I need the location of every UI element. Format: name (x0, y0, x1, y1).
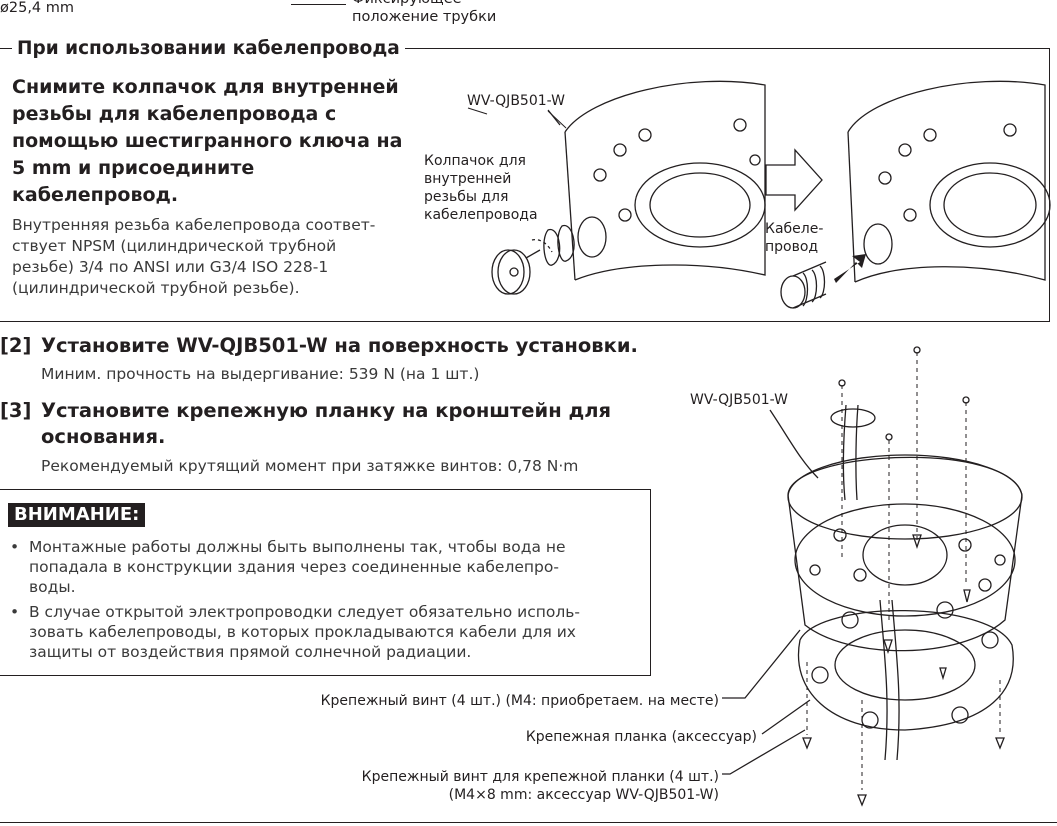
fig1-cap-label-2: внутренней (424, 171, 512, 187)
conduit-body-3: резьбе) 3/4 по ANSI или G3/4 ISO 228-1 (12, 258, 329, 276)
caution-item2-line1: В случае открытой электропроводки следуе… (29, 603, 581, 621)
lock-position-label-2: положение трубки (352, 9, 497, 25)
fig1-conduit-label-2: провод (765, 239, 819, 255)
pipe-diameter-label: ø25,4 mm (0, 0, 75, 16)
caution-item2-line2: зовать кабелепроводы, в которых проклады… (29, 623, 576, 641)
caution-bullet-2: • (10, 603, 20, 621)
conduit-heading-1: Снимите колпачок для внутренней (12, 76, 399, 98)
caution-item1-line3: воды. (29, 578, 76, 596)
step3-title-1: Установите крепежную планку на кронштейн… (41, 399, 612, 422)
conduit-heading-5: кабелепровод. (12, 184, 179, 206)
conduit-heading-3: помощью шестигранного ключа на (12, 130, 403, 152)
leader-line (291, 4, 346, 5)
step3-title-2: основания. (41, 425, 166, 448)
fig1-cap-label-4: кабелепровода (424, 207, 538, 223)
lock-position-label-1: Фиксирующее (352, 0, 462, 9)
caution-bullet-1: • (10, 538, 20, 556)
step2-number: [2] (0, 334, 32, 357)
fig2-plate-screw-label-1: Крепежный винт для крепежной планки (4 ш… (361, 769, 719, 785)
fig1-conduit-label-1: Кабеле- (765, 221, 824, 237)
step2-title: Установите WV-QJB501-W на поверхность ус… (41, 334, 638, 357)
fig2-model-label: WV-QJB501-W (690, 392, 788, 408)
caution-item1-line1: Монтажные работы должны быть выполнены т… (29, 538, 566, 556)
step2-detail: Миним. прочность на выдергивание: 539 N … (41, 365, 480, 383)
conduit-body-1: Внутренняя резьба кабелепровода соответ- (12, 216, 376, 234)
conduit-body-2: ствует NPSM (цилиндрической трубной (12, 237, 337, 255)
conduit-heading-2: резьбы для кабелепровода с (12, 103, 337, 125)
bottom-rule (0, 822, 1057, 823)
fig1-cap-label-1: Колпачок для (424, 153, 526, 169)
fig2-plate-label: Крепежная планка (аксессуар) (525, 729, 757, 745)
caution-item2-line3: защиты от воздействия прямой солнечной р… (29, 643, 472, 661)
fig1-model-label: WV-QJB501-W (467, 93, 565, 109)
caution-item1-line2: попадала в конструкции здания через соед… (29, 558, 559, 576)
caution-title: ВНИМАНИЕ: (8, 503, 146, 527)
step3-number: [3] (0, 399, 32, 422)
conduit-section-box (0, 48, 1050, 322)
caution-box (0, 489, 651, 676)
step3-detail: Рекомендуемый крутящий момент при затяжк… (41, 457, 579, 475)
conduit-heading-4: 5 mm и присоедините (12, 157, 255, 179)
conduit-body-4: (цилиндрической трубной резьбе). (12, 279, 300, 297)
fig2-screw-label: Крепежный винт (4 шт.) (M4: приобретаем.… (320, 693, 719, 709)
fig2-plate-screw-label-2: (M4×8 mm: аксессуар WV-QJB501-W) (448, 787, 719, 803)
fig1-cap-label-3: резьбы для (424, 189, 509, 205)
conduit-section-title: При использовании кабелепровода (12, 38, 405, 60)
